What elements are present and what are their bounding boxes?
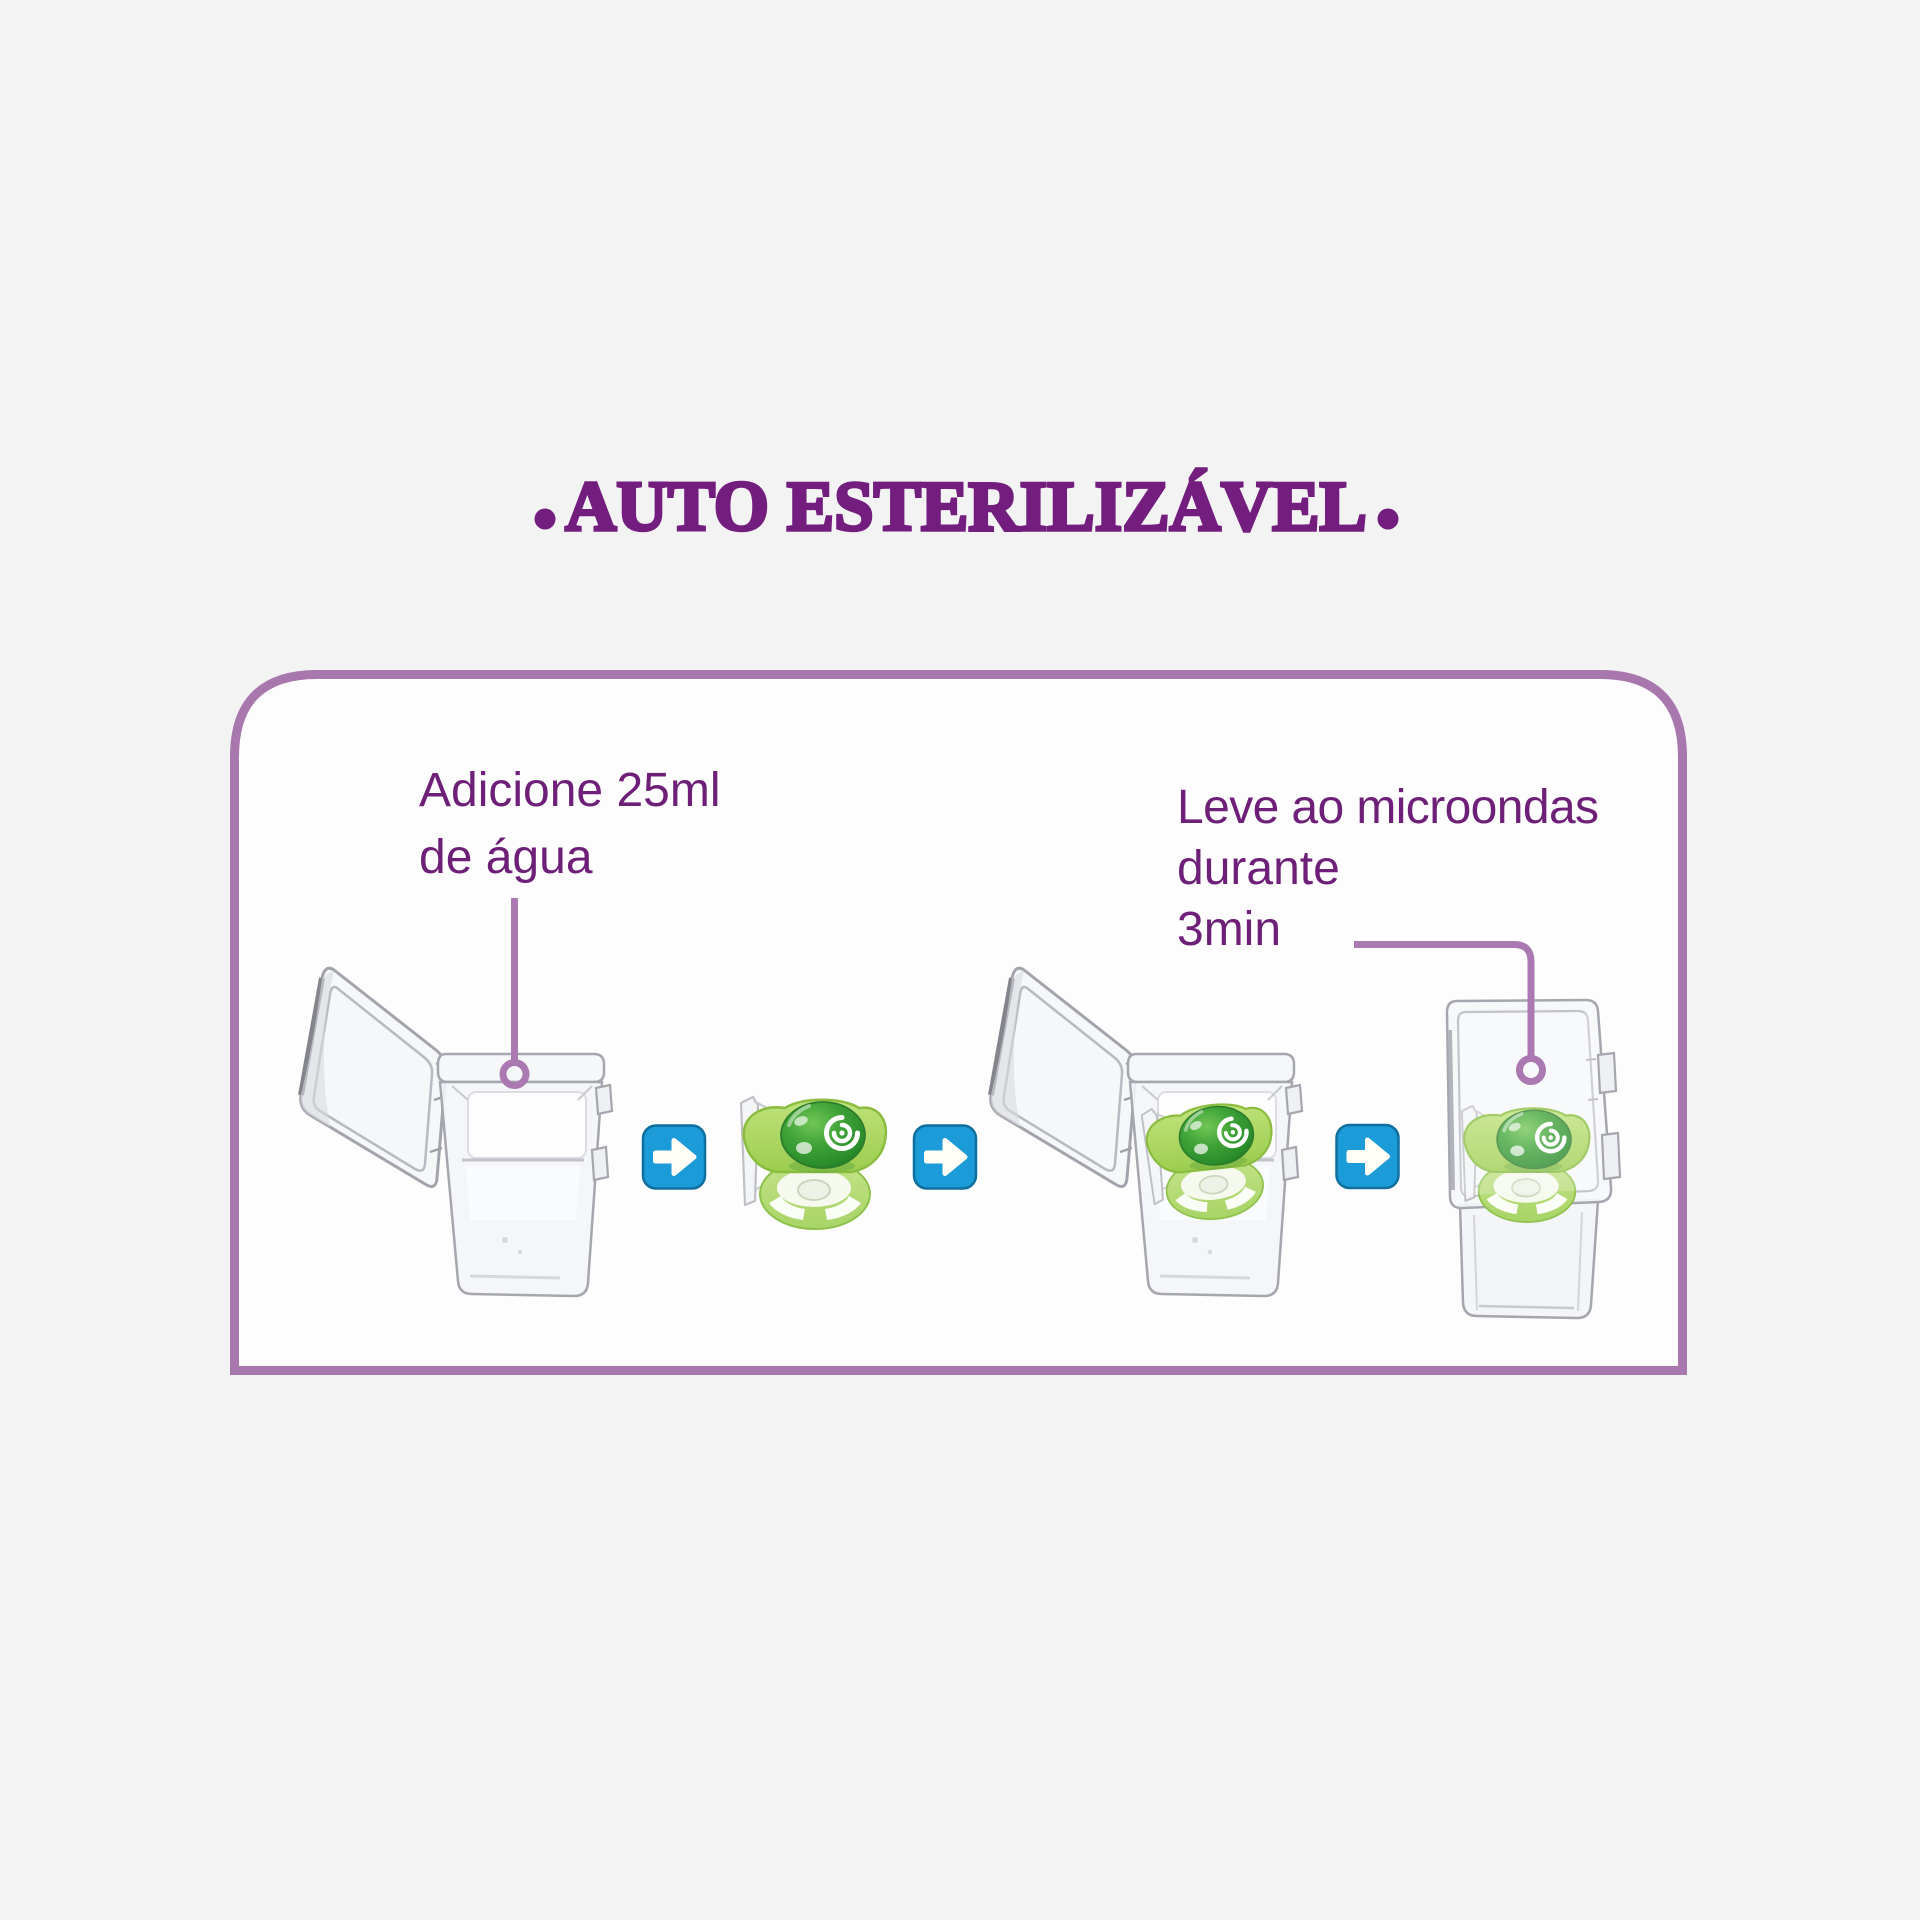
svg-text:Adicione 25ml: Adicione 25ml	[419, 764, 721, 817]
svg-text:Leve ao microondas: Leve ao microondas	[1177, 781, 1598, 834]
svg-text:de água: de água	[419, 831, 593, 884]
svg-text:durante: durante	[1177, 842, 1340, 895]
svg-text:AUTO ESTERILIZÁVEL: AUTO ESTERILIZÁVEL	[565, 468, 1367, 546]
svg-text:3min: 3min	[1177, 903, 1281, 956]
